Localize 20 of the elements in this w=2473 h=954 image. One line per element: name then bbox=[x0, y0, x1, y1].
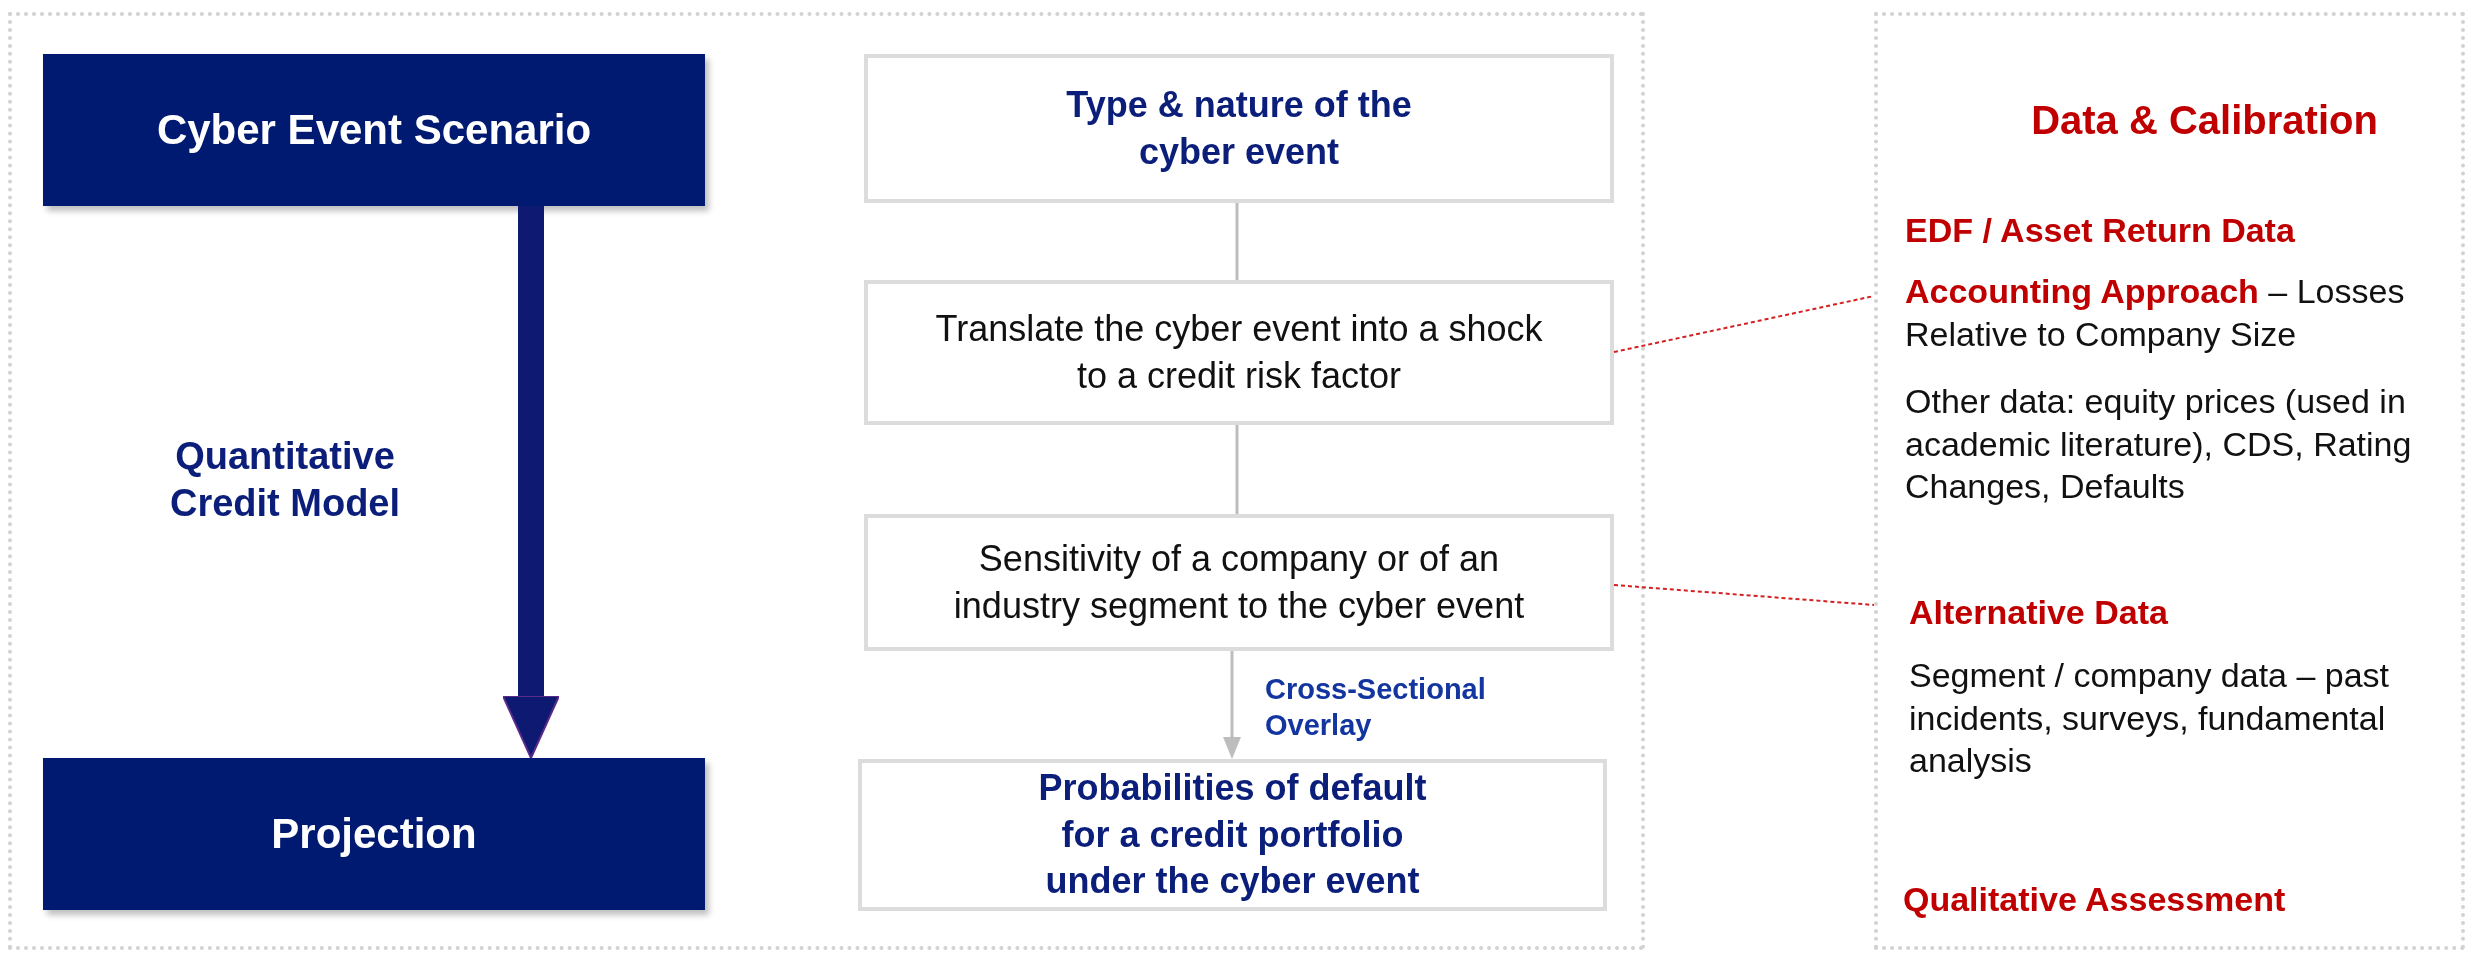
edge-label: Quantitative Credit Model bbox=[168, 433, 402, 526]
section-heading: Alternative Data bbox=[1909, 593, 2449, 633]
process-box: Probabilities of default for a credit portfolio under the cyber event bbox=[858, 759, 1607, 911]
panel-frame bbox=[1874, 12, 2465, 950]
leader-line bbox=[1613, 584, 1875, 606]
section-heading: Qualitative Assessment bbox=[1903, 880, 2453, 920]
block-arrow bbox=[502, 206, 560, 759]
data-description: Accounting Approach – Losses Relative to Company Size bbox=[1905, 270, 2465, 354]
panel-frame bbox=[8, 12, 1645, 950]
stage-box: Cyber Event Scenario bbox=[43, 54, 705, 206]
panel-heading: Data & Calibration bbox=[2030, 98, 2379, 143]
data-description: Other data: equity prices (used in academic literature), CDS, Rating Changes, Defaults bbox=[1905, 380, 2465, 506]
edge-label: Cross-Sectional Overlay bbox=[1265, 671, 1487, 743]
process-box: Sensitivity of a company or of an industry segment to the cyber event bbox=[864, 514, 1614, 651]
process-box: Translate the cyber event into a shock to a credit risk factor bbox=[864, 280, 1614, 425]
connector-arrow bbox=[1223, 651, 1241, 759]
stage-box: Projection bbox=[43, 758, 705, 910]
section-heading: EDF / Asset Return Data bbox=[1905, 211, 2445, 251]
process-box: Type & nature of the cyber event bbox=[864, 54, 1614, 203]
data-description: Segment / company data – past incidents, surveys, fundamental analysis bbox=[1909, 654, 2465, 780]
